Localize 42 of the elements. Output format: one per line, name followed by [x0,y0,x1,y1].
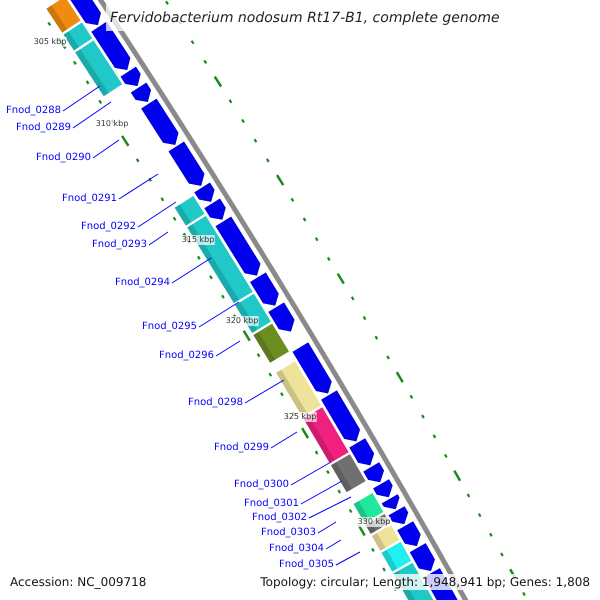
gene-label: Fnod_0301 [244,498,299,510]
gene-label: Fnod_0305 [278,559,334,571]
leader-line [118,174,158,200]
gene-label: Fnod_0304 [268,543,324,555]
leader-line [318,522,336,534]
gene-label: Fnod_0296 [158,350,214,362]
scale-label: 320 kbp [226,316,258,326]
gene-label: Fnod_0289 [16,122,71,134]
gene-label: Fnod_0298 [188,397,243,409]
gene-label: Fnod_0288 [6,105,61,117]
leader-line [300,480,342,504]
scale-label: 315 kbp [182,235,214,245]
leader-line [290,462,332,486]
scale-label: 310 kbp [96,119,128,129]
leader-line [336,552,360,566]
gene-label: Fnod_0300 [234,479,289,491]
leader-line [62,86,100,112]
leader-line [216,340,240,356]
gene-label: Fnod_0291 [62,193,117,205]
gene-label: Fnod_0295 [142,321,197,333]
leader-line [270,432,298,448]
accession-text: Accession: NC_009718 [8,574,148,590]
gene-label: Fnod_0303 [260,527,316,539]
gene-label: Fnod_0293 [92,239,147,251]
gene-label: Fnod_0299 [214,442,269,454]
leader-line [138,202,176,228]
gene-label: Fnod_0302 [252,512,307,524]
leader-line [198,302,240,328]
leader-line [92,140,120,158]
leader-line [308,496,352,518]
genome-info-text: Topology: circular; Length: 1,948,941 bp; Genes: 1,808 [258,574,592,590]
scale-label: 305 kbp [34,37,66,47]
leader-line [172,258,212,284]
leader-line [148,232,168,246]
gene-label: Fnod_0292 [80,221,136,233]
gene-label: Fnod_0290 [36,152,91,164]
scale-label: 325 kbp [284,412,316,422]
leader-line [244,380,284,404]
scale-label: 330 kbp [358,517,390,527]
leader-line [72,102,112,128]
leader-line [326,540,342,550]
gene-label: Fnod_0294 [114,277,170,289]
